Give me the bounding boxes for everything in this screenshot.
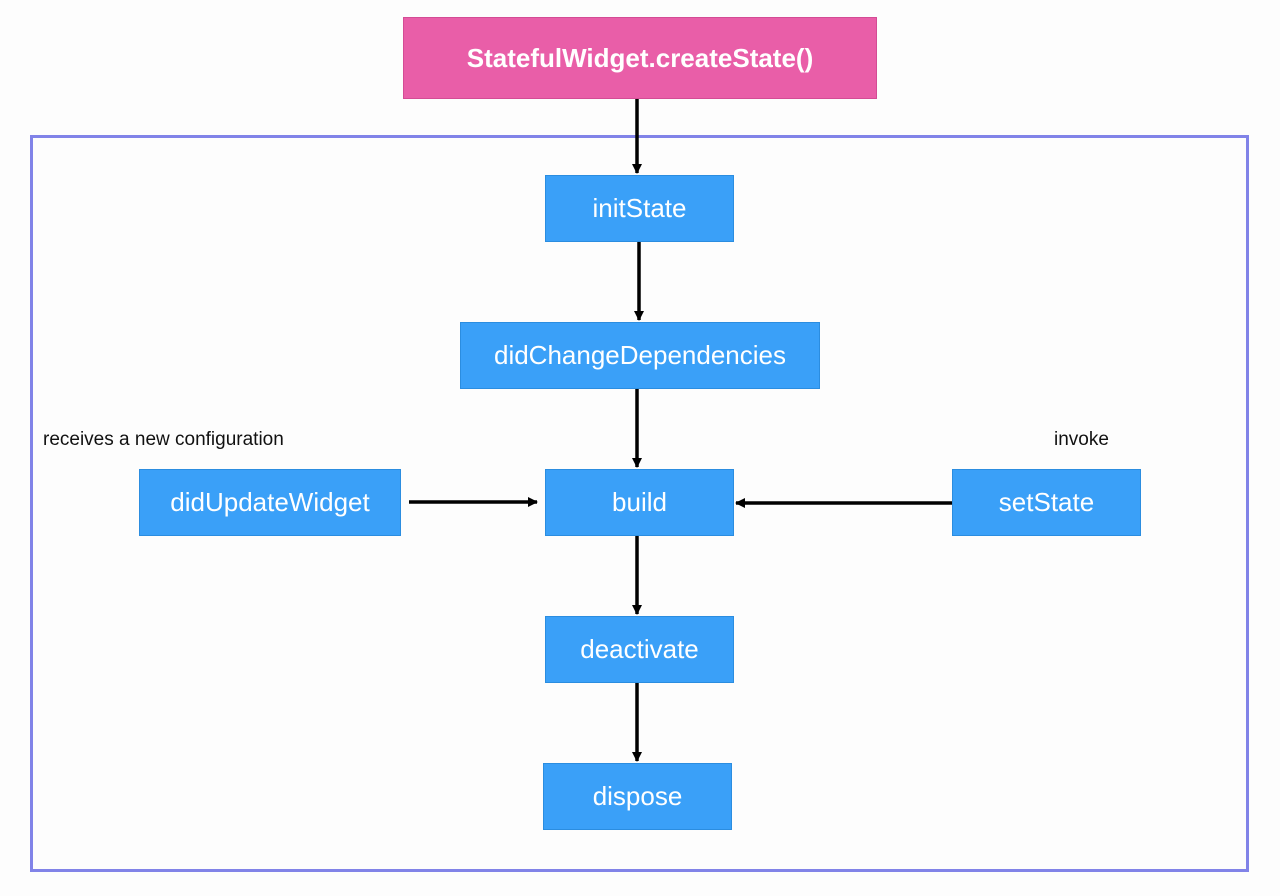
- node-did-change-dependencies[interactable]: didChangeDependencies: [460, 322, 820, 389]
- node-init-state[interactable]: initState: [545, 175, 734, 242]
- node-deactivate[interactable]: deactivate: [545, 616, 734, 683]
- node-create-state[interactable]: StatefulWidget.createState(): [403, 17, 877, 99]
- node-build[interactable]: build: [545, 469, 734, 536]
- node-dispose[interactable]: dispose: [543, 763, 732, 830]
- state-lifecycle-frame: [30, 135, 1249, 872]
- note-receives-config: receives a new configuration: [43, 429, 284, 450]
- note-invoke: invoke: [1054, 429, 1109, 450]
- node-did-update-widget[interactable]: didUpdateWidget: [139, 469, 401, 536]
- node-set-state[interactable]: setState: [952, 469, 1141, 536]
